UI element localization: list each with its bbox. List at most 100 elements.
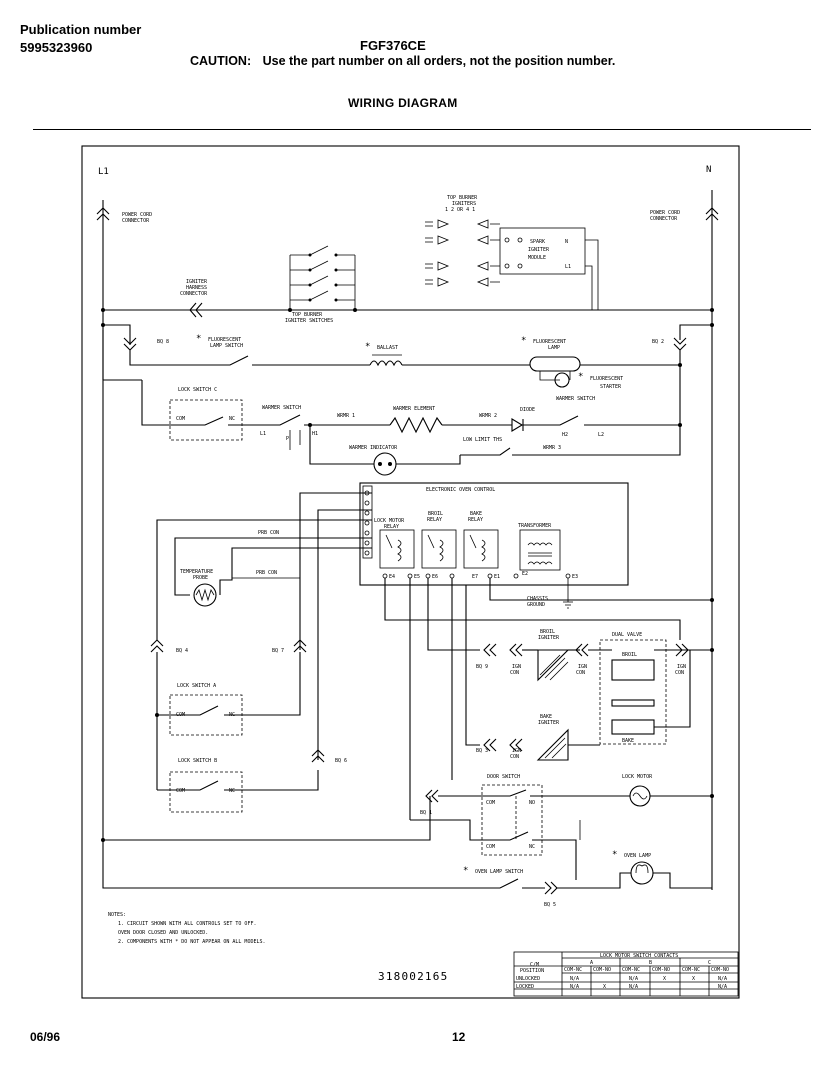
bq2-label: BQ 2 [652,339,664,345]
low-limit-ths [460,447,540,456]
bq7-connector [293,639,307,653]
bq2-lead [679,324,712,340]
valve-ign-con-1: IGN [677,664,686,670]
bq3-connector [483,738,497,752]
prb-con-1: PRB CON [258,530,279,536]
cell: X [663,976,666,982]
sub-2: COM-NO [593,967,611,973]
pin-e4: E4 [389,574,395,580]
table-position: POSITION [520,968,544,974]
document-number: 318002165 [378,970,449,983]
fluor-switch-2: LAMP SWITCH [210,343,243,349]
l1-label: L1 [98,167,109,177]
sub-5: COM-NC [682,967,700,973]
igniters-label-1: TOP BURNER [447,195,478,201]
probe-lead-1 [174,537,372,596]
cell: X [603,984,606,990]
bq8-label: BQ 8 [157,339,169,345]
bq5-label: BQ 5 [544,902,556,908]
ballast-label: BALLAST [377,345,398,351]
caution-note: CAUTION: Use the part number on all orde… [190,54,615,68]
cell: X [692,976,695,982]
pin-e1: E1 [494,574,500,580]
warmer-switch-right [523,415,600,426]
group-a: A [590,960,593,966]
warmer-switch-left [260,414,310,426]
lock-relay-1: LOCK MOTOR [374,518,405,524]
bq7-label: BQ 7 [272,648,284,654]
bake-igniter-2: IGNITER [538,720,560,726]
warmer-h2: H2 [562,432,568,438]
sub-6: COM-NO [711,967,729,973]
warmer-h1: H1 [312,431,318,437]
cell: N/A [718,984,727,990]
broil-relay [421,529,457,569]
bake-ign-con-1: IGN [512,748,521,754]
wrmr2-label: WRMR 2 [479,413,497,419]
bake-valve-wire [568,650,691,746]
bq1-connector [425,789,439,803]
oven-lamp-switch [102,840,545,889]
notes-heading: NOTES: [108,912,126,918]
bake-valve-coil [611,719,655,735]
module-n-terminal: N [565,239,568,245]
pin-e6: E6 [432,574,438,580]
eoc-lead-bq6 [317,509,372,760]
starter-star: * [578,372,583,382]
table-cm: C/M [530,962,539,968]
pin-e3: E3 [572,574,578,580]
lock-switch-a [157,705,242,716]
lock-b-com: COM [176,788,185,794]
group-c: C [708,960,711,966]
starter-2: STARTER [600,384,622,390]
warmer-p: P [286,436,289,442]
n-label: N [706,165,711,175]
broil-relay-1: BROIL [428,511,443,517]
cell: N/A [629,984,638,990]
door-nc-2: NC [529,844,535,850]
pin-e7: E7 [472,574,478,580]
eoc-label: ELECTRONIC OVEN CONTROL [426,487,495,493]
chassis-ground-symbol [563,578,573,609]
bq9-label: BQ 9 [476,664,488,670]
lock-switch-c [141,380,260,426]
lock-b-nc: NC [229,788,235,794]
electronic-oven-control [359,482,629,586]
valve-ign-con-2: CON [675,670,684,676]
harness-2: HARNESS [186,285,207,291]
fluor-lamp-1: FLUORESCENT [533,339,566,345]
bq6-connector [311,749,325,763]
broil-igniter-2: IGNITER [538,635,560,641]
fluorescent-lamp-switch [210,355,370,366]
top-burner-switches [288,245,357,312]
cell: N/A [629,976,638,982]
cell: N/A [570,976,579,982]
diode [511,418,524,432]
oven-lamp-label: OVEN LAMP [624,853,651,859]
pin-e5: E5 [414,574,420,580]
broil-igniter-1: BROIL [540,629,555,635]
warmer-switch-left-label: WARMER SWITCH [262,405,301,411]
caution-word: CAUTION: [190,54,252,68]
bq8-lead [103,324,131,345]
temp-probe-2: PROBE [193,575,208,581]
fluor-lead-left [129,350,210,366]
sub-1: COM-NC [564,967,582,973]
switches-label-2: IGNITER SWITCHES [285,318,333,324]
bq5-to-lamp [557,872,631,889]
harness-3: CONNECTOR [180,291,208,297]
bake-igniter-1: BAKE [540,714,552,720]
prb-con-2: PRB CON [256,570,277,576]
warmer-indicator [373,452,397,476]
spark-igniter-module [499,227,586,275]
chassis-ground-2: GROUND [527,602,545,608]
temperature-probe [193,583,217,607]
relay-coils [385,534,486,562]
lock-motor-relay [379,529,415,569]
diagram-border [81,145,740,999]
warmer-to-neutral [600,365,681,426]
header-rule [33,129,811,130]
bake-relay-1: BAKE [470,511,482,517]
lock-switch-c-label: LOCK SWITCH C [178,387,217,393]
